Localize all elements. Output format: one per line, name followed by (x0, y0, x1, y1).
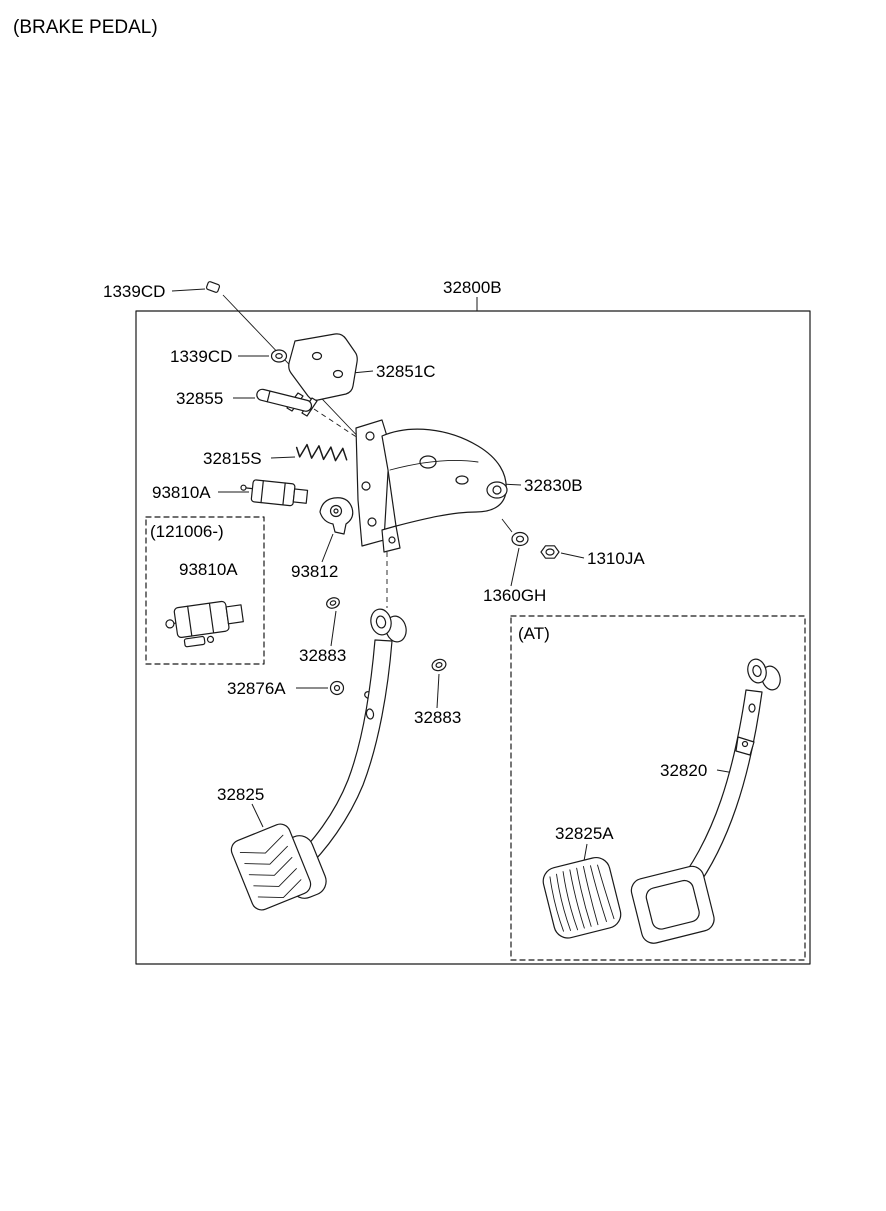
stop-lamp-switch-late-drawing (165, 600, 244, 648)
pin-drawing (256, 388, 313, 412)
label-pad-at: 32825A (555, 824, 614, 843)
page-title: (BRAKE PEDAL) (13, 17, 158, 38)
pivot-bushing-drawing (370, 608, 407, 643)
bushing-a-drawing (326, 597, 340, 609)
bolt-top-drawing (205, 281, 221, 293)
label-production-variant: (121006-) (150, 522, 224, 541)
stop-lamp-switch-drawing (240, 479, 309, 507)
pedal-at-drawing (630, 658, 781, 944)
label-mount-bracket: 32851C (376, 362, 436, 381)
label-assembly: 32800B (443, 278, 502, 297)
pedal-member-drawing (355, 419, 508, 553)
washer-ring-drawing (270, 349, 288, 363)
bushing-b-drawing (431, 658, 447, 672)
label-pedal-at: 32820 (660, 761, 707, 780)
label-pad-mt: 32825 (217, 785, 264, 804)
label-pin: 32855 (176, 389, 223, 408)
spring-drawing (295, 443, 348, 462)
washer-drawing (511, 531, 529, 547)
label-bushing-a: 32883 (299, 646, 346, 665)
switch-mount-drawing (319, 497, 354, 535)
assembly-box (135, 310, 811, 965)
label-at-variant: (AT) (518, 624, 550, 643)
pad-at-drawing (542, 856, 622, 939)
label-bushing-b: 32883 (414, 708, 461, 727)
label-stop-lamp-switch-late: 93810A (179, 560, 238, 579)
nut-drawing (540, 545, 560, 559)
at-variant-box (510, 615, 806, 961)
label-washer: 1360GH (483, 586, 546, 605)
label-washer-ring: 1339CD (170, 347, 232, 366)
label-switch-mount: 93812 (291, 562, 338, 581)
label-stop-lamp-switch: 93810A (152, 483, 211, 502)
label-pedal-member: 32830B (524, 476, 583, 495)
production-variant-box (145, 516, 265, 665)
leader-lines (171, 288, 741, 862)
pad-mt-drawing (230, 823, 312, 911)
label-bolt-top: 1339CD (103, 282, 165, 301)
label-spring: 32815S (203, 449, 262, 468)
label-bolt: 32876A (227, 679, 286, 698)
label-nut: 1310JA (587, 549, 645, 568)
